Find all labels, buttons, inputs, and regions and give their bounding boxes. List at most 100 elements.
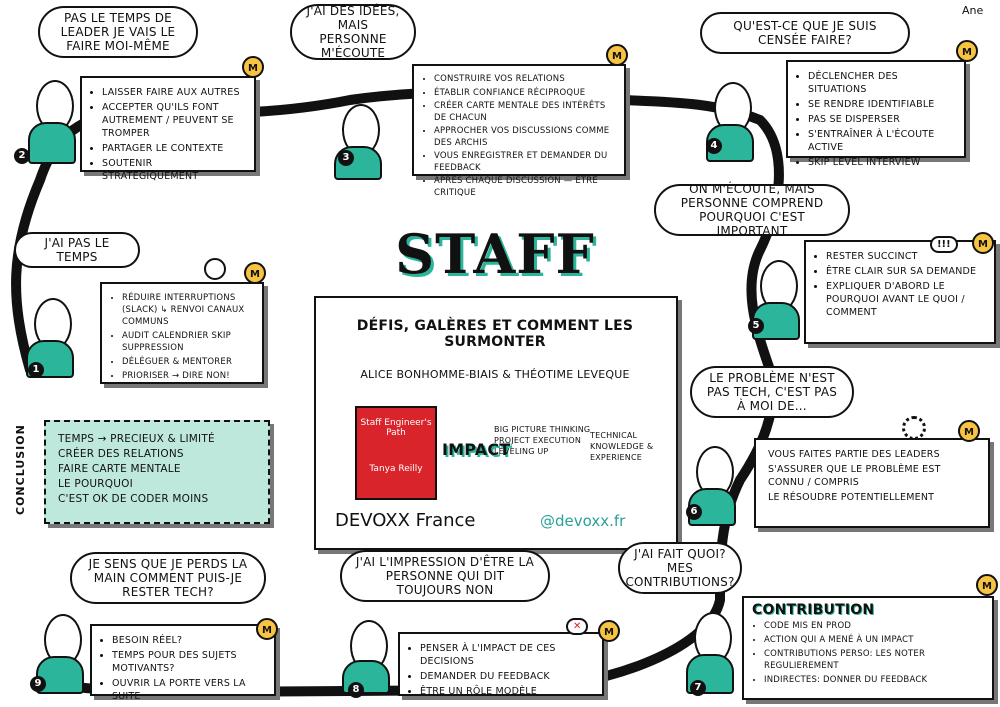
bubble-text: JE SENS QUE JE PERDS LA MAIN COMMENT PUI…: [88, 557, 248, 599]
lightbulb-icon: M: [958, 420, 980, 442]
contribution-heading: CONTRIBUTION: [752, 602, 875, 618]
advice-card-4: DÉCLENCHER DES SITUATIONS SE RENDRE IDEN…: [786, 60, 966, 168]
clock-icon: [204, 258, 226, 280]
advice-item: INDIRECTES: DONNER DU FEEDBACK: [764, 674, 984, 686]
advice-card-5: RESTER SUCCINCT ÊTRE CLAIR SUR SA DEMAND…: [804, 240, 996, 344]
authors: ALICE BONHOMME-BIAIS & THÉOTIME LEVEQUE: [360, 368, 630, 381]
lightbulb-icon: M: [956, 40, 978, 62]
advice-card-1: RÉDUIRE INTERRUPTIONS (SLACK) ↳ RENVOI C…: [100, 282, 264, 384]
lightbulb-icon: M: [256, 618, 278, 640]
advice-item: VOUS FAITES PARTIE DES LEADERS: [768, 449, 940, 460]
advice-item: CODE MIS EN PROD: [764, 620, 984, 632]
advice-item: APRÈS CHAQUE DISCUSSION — ÊTRE CRITIQUE: [434, 176, 616, 199]
question-bubble-8: J'AI L'IMPRESSION D'ÊTRE LA PERSONNE QUI…: [340, 550, 550, 602]
impact-list: BIG PICTURE THINKING PROJECT EXECUTION L…: [494, 424, 590, 457]
advice-item: S'ENTRAÎNER À L'ÉCOUTE ACTIVE: [808, 128, 956, 154]
step-number-3: 3: [338, 150, 354, 166]
bubble-text: LE PROBLÈME N'EST PAS TECH, C'EST PAS À …: [706, 371, 838, 413]
step-number-2: 2: [14, 148, 30, 164]
advice-card-2: LAISSER FAIRE AUX AUTRES ACCEPTER QU'ILS…: [80, 76, 256, 182]
step-number-9: 9: [30, 676, 46, 692]
advice-card-9: BESOIN RÉEL? TEMPS POUR DES SUJETS MOTIV…: [90, 624, 276, 702]
advice-item: CONSTRUIRE VOS RELATIONS: [434, 74, 616, 86]
advice-item: DÉCLENCHER DES SITUATIONS: [808, 70, 956, 96]
advice-card-8: PENSER À L'IMPACT DE CES DECISIONS DEMAN…: [398, 632, 604, 697]
book-title: Staff Engineer's Path: [360, 418, 432, 438]
question-bubble-7: J'AI FAIT QUOI? MES CONTRIBUTIONS?: [618, 542, 742, 594]
advice-item: ACTION QUI A MENÉ À UN IMPACT: [764, 634, 984, 646]
step-number-5: 5: [748, 318, 764, 334]
advice-item: ACCEPTER QU'ILS FONT AUTREMENT / PEUVENT…: [102, 101, 246, 140]
person-body-5: [752, 302, 800, 340]
step-number-8: 8: [348, 682, 364, 698]
lightbulb-icon: M: [244, 262, 266, 284]
advice-item: TEMPS POUR DES SUJETS MOTIVANTS?: [112, 649, 266, 675]
conclusion-item: LE POURQUOI: [58, 478, 133, 490]
lightbulb-icon: M: [972, 232, 994, 254]
subtitle: DÉFIS, GALÈRES ET COMMENT LES SURMONTER: [356, 318, 634, 350]
bubble-text: PAS LE TEMPS DE LEADER JE VAIS LE FAIRE …: [60, 11, 176, 53]
advice-item: APPROCHER VOS DISCUSSIONS COMME DES ARCH…: [434, 126, 616, 149]
conclusion-item: C'EST OK DE CODER MOINS: [58, 493, 209, 505]
impact-item: LEVELING UP: [494, 447, 549, 456]
person-body-2: [28, 122, 76, 164]
lightbulb-icon: M: [976, 574, 998, 596]
exclamation-bubble-icon: !!!: [930, 236, 958, 253]
advice-item: ÊTRE CLAIR SUR SA DEMANDE: [826, 265, 986, 278]
advice-item: PRIORISER → DIRE NON!: [122, 370, 254, 382]
advice-item: VOUS ENREGISTRER ET DEMANDER DU FEEDBACK: [434, 151, 616, 174]
advice-item: SKIP LEVEL INTERVIEW: [808, 156, 956, 169]
advice-item: PARTAGER LE CONTEXTE: [102, 142, 246, 155]
step-number-6: 6: [686, 504, 702, 520]
impact-item: BIG PICTURE THINKING: [494, 425, 591, 434]
conclusion-item: CRÉER DES RELATIONS: [58, 448, 184, 460]
conclusion-item: FAIRE CARTE MENTALE: [58, 463, 181, 475]
advice-item: OUVRIR LA PORTE VERS LA SUITE: [112, 677, 266, 703]
advice-item: CRÉER CARTE MENTALE DES INTÉRÊTS DE CHAC…: [434, 101, 616, 124]
person-body-9: [36, 656, 84, 694]
bubble-text: J'AI FAIT QUOI? MES CONTRIBUTIONS?: [625, 547, 735, 589]
lightbulb-icon: M: [242, 56, 264, 78]
advice-item: LAISSER FAIRE AUX AUTRES: [102, 86, 246, 99]
question-bubble-4: QU'EST-CE QUE JE SUIS CENSÉE FAIRE?: [700, 12, 910, 54]
step-number-4: 4: [706, 138, 722, 154]
advice-card-3: CONSTRUIRE VOS RELATIONS ÉTABLIR CONFIAN…: [412, 64, 626, 198]
advice-item: DÉLÉGUER & MENTORER: [122, 356, 254, 368]
twitter-handle: @devoxx.fr: [540, 512, 626, 530]
bubble-text: J'AI PAS LE TEMPS: [44, 236, 110, 264]
step-number-7: 7: [690, 680, 706, 696]
advice-item: SE RENDRE IDENTIFIABLE: [808, 98, 956, 111]
advice-item: PENSER À L'IMPACT DE CES DECISIONS: [420, 642, 594, 668]
event-logo: DEVOXX France: [335, 510, 476, 531]
advice-item: RÉDUIRE INTERRUPTIONS (SLACK) ↳ RENVOI C…: [122, 292, 254, 328]
bubble-text: J'AI L'IMPRESSION D'ÊTRE LA PERSONNE QUI…: [355, 555, 535, 597]
advice-item: AUDIT CALENDRIER SKIP SUPPRESSION: [122, 330, 254, 354]
question-bubble-1: J'AI PAS LE TEMPS: [14, 232, 140, 268]
question-bubble-6: LE PROBLÈME N'EST PAS TECH, C'EST PAS À …: [690, 366, 854, 418]
advice-item: EXPLIQUER D'ABORD LE POURQUOI AVANT LE Q…: [826, 280, 986, 319]
bubble-text: QU'EST-CE QUE JE SUIS CENSÉE FAIRE?: [733, 19, 877, 47]
question-bubble-3: J'AI DES IDÉES, MAIS PERSONNE M'ÉCOUTE: [290, 4, 416, 60]
advice-item: ÉTABLIR CONFIANCE RÉCIPROQUE: [434, 88, 616, 100]
advice-item: SOUTENIR STRATÉGIQUEMENT: [102, 157, 246, 183]
step-number-1: 1: [28, 362, 44, 378]
signature: Ane: [962, 4, 984, 17]
gear-icon: [902, 416, 926, 440]
impact-item: PROJECT EXECUTION: [494, 436, 582, 445]
impact-right: TECHNICAL KNOWLEDGE & EXPERIENCE: [590, 431, 654, 462]
advice-card-6: VOUS FAITES PARTIE DES LEADERS S'ASSURER…: [754, 438, 990, 528]
book-author: Tanya Reilly: [369, 464, 423, 474]
no-bubble-icon: ✕: [566, 618, 589, 635]
advice-item: LE RÉSOUDRE POTENTIELLEMENT: [768, 492, 935, 503]
question-bubble-9: JE SENS QUE JE PERDS LA MAIN COMMENT PUI…: [70, 552, 266, 604]
advice-item: BESOIN RÉEL?: [112, 634, 266, 647]
advice-item: DEMANDER DU FEEDBACK: [420, 670, 594, 683]
advice-item: CONTRIBUTIONS PERSO: LES NOTER REGULIERE…: [764, 648, 984, 672]
question-bubble-2: PAS LE TEMPS DE LEADER JE VAIS LE FAIRE …: [38, 6, 198, 58]
book-cover: Staff Engineer's Path Tanya Reilly: [355, 406, 437, 500]
question-bubble-5: ON M'ÉCOUTE, MAIS PERSONNE COMPREND POUR…: [654, 182, 850, 238]
advice-item: PAS SE DISPERSER: [808, 113, 956, 126]
conclusion-item: TEMPS → PRECIEUX & LIMITÉ: [58, 433, 215, 445]
impact-label: IMPACT: [442, 440, 511, 459]
